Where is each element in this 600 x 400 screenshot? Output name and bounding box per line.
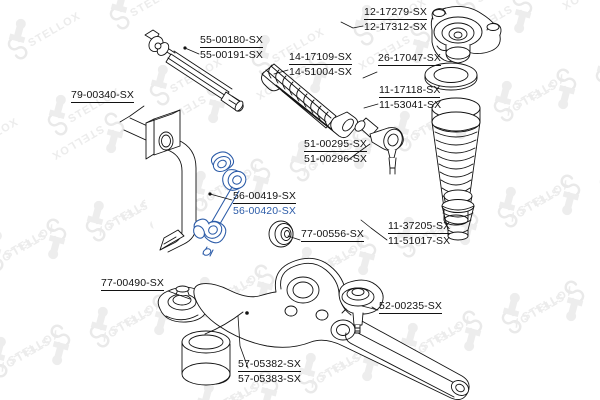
part-label-51-00295: 51-00295-SX bbox=[304, 138, 367, 152]
part-lower-control-arm bbox=[181, 257, 470, 400]
part-label-77-00556: 77-00556-SX bbox=[301, 228, 364, 242]
part-label-77-00490: 77-00490-SX bbox=[101, 277, 164, 291]
part-label-55-00180: 55-00180-SX bbox=[200, 34, 263, 48]
part-steering-rack-boot bbox=[261, 63, 359, 139]
part-label-56-00419: 56-00419-SX bbox=[233, 190, 296, 204]
part-bump-stop bbox=[441, 189, 475, 241]
part-label-11-53041: 11-53041-SX bbox=[379, 99, 442, 111]
leader-lines bbox=[119, 21, 388, 369]
part-stabilizer-bushing bbox=[145, 109, 181, 160]
part-label-79-00340: 79-00340-SX bbox=[71, 89, 134, 103]
part-label-56-00420: 56-00420-SX bbox=[233, 205, 296, 217]
part-label-51-00296: 51-00296-SX bbox=[304, 153, 367, 165]
part-label-11-37205: 11-37205-SX bbox=[388, 220, 451, 234]
part-strut-top-mount bbox=[430, 6, 502, 64]
part-label-57-05382: 57-05382-SX bbox=[238, 358, 301, 372]
part-label-52-00235: 52-00235-SX bbox=[379, 300, 442, 314]
part-label-12-17312: 12-17312-SX bbox=[364, 21, 427, 33]
part-label-57-05383: 57-05383-SX bbox=[238, 373, 301, 385]
part-control-arm-rear-bushing bbox=[268, 220, 294, 248]
part-label-11-51017: 11-51017-SX bbox=[388, 235, 451, 247]
part-label-12-17279: 12-17279-SX bbox=[364, 6, 427, 20]
part-label-14-17109: 14-17109-SX bbox=[289, 51, 352, 65]
part-label-14-51004: 14-51004-SX bbox=[289, 66, 352, 78]
part-suspension-ball-joint bbox=[338, 279, 384, 334]
part-stabilizer-link-highlighted bbox=[193, 151, 247, 257]
part-inner-tie-rod bbox=[144, 29, 244, 112]
part-label-26-17047: 26-17047-SX bbox=[378, 52, 441, 66]
part-outer-tie-rod-end bbox=[354, 117, 404, 175]
part-strut-bearing-ring bbox=[424, 62, 478, 91]
part-label-55-00191: 55-00191-SX bbox=[200, 49, 263, 61]
part-label-11-17118: 11-17118-SX bbox=[379, 84, 441, 98]
